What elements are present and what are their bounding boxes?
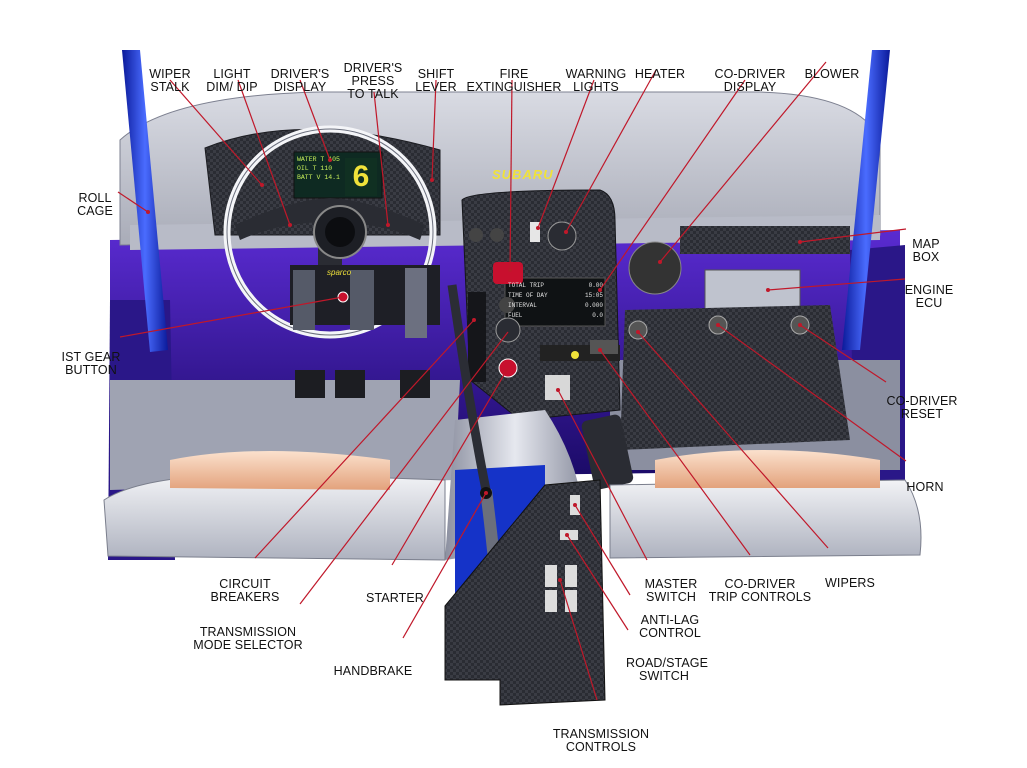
display-row: TIME OF DAY 15:05 [508, 292, 603, 299]
label-starter: STARTER [366, 591, 424, 605]
leader-transmission-mode [299, 331, 509, 605]
clutch-pedal [293, 270, 315, 330]
leader-circuit-breakers [254, 319, 475, 559]
leader-first-gear [119, 296, 344, 338]
co-driver-display-screen [504, 277, 606, 327]
leader-fire-extinguisher [509, 79, 513, 271]
fire-extinguisher-handle [493, 262, 523, 284]
leader-heater [565, 69, 657, 233]
map-box [680, 226, 850, 254]
co-driver-display-readout: TOTAL TRIP 0.00 TIME OF DAY 15:05 INTERV… [508, 281, 603, 321]
leader-anti-lag [574, 504, 631, 596]
gear-display-screen [345, 158, 377, 196]
engine-ecu [704, 269, 801, 311]
circuit-breaker-panel [468, 292, 486, 382]
leader-starter [391, 367, 509, 566]
transmission-mode-knob [495, 317, 521, 343]
warning-light-switch [530, 222, 540, 242]
gear-indicator: 6 [352, 160, 370, 193]
display-row: INTERVAL 0.000 [508, 302, 603, 309]
label-heater: HEATER [634, 67, 686, 81]
display-row: OIL T 110 [297, 165, 333, 172]
label-blower: BLOWER [804, 67, 860, 81]
leader-warning-lights [537, 79, 595, 229]
co-driver-footrest [620, 305, 850, 450]
brake-pedal [350, 270, 374, 330]
leader-handbrake [402, 492, 487, 639]
co-driver-trip-meter [581, 414, 634, 490]
drivers-display-readout: WATER T 105 OIL T 110 BATT V 14.1 [297, 155, 347, 182]
leader-drivers-display [299, 79, 331, 161]
leader-co-driver-display [599, 79, 746, 291]
leader-master-switch [557, 389, 648, 561]
driver-seat-cushion [170, 451, 390, 490]
leader-trip-controls [599, 349, 751, 556]
leader-transmission-controls [559, 579, 598, 701]
codriver-seat [609, 479, 922, 559]
leader-blower [659, 61, 827, 263]
display-row: WATER T 105 [297, 156, 340, 163]
leader-shift-lever [431, 79, 437, 181]
roll-cage-right [842, 50, 890, 350]
sparco-logo: sparco [327, 268, 352, 277]
leader-map-box [799, 228, 907, 243]
display-row: TOTAL TRIP 0.00 [508, 282, 603, 289]
codriver-seat-cushion [655, 450, 880, 488]
leader-roll-cage [117, 191, 149, 213]
leader-horn [717, 324, 907, 462]
display-row: FUEL 0.0 [508, 312, 603, 319]
co-driver-trip-switches [590, 340, 618, 354]
blower-vent [628, 241, 682, 295]
heater-dial [547, 221, 577, 251]
label-horn: HORN [906, 480, 944, 494]
leader-road-stage [566, 534, 629, 631]
subaru-logo: SUBARU [492, 167, 554, 182]
master-switch [545, 375, 570, 400]
leader-light-dim-dip [237, 79, 291, 226]
label-wipers: WIPERS [825, 576, 875, 590]
display-row: BATT V 14.1 [297, 174, 340, 181]
roll-cage-left [122, 50, 168, 352]
shift-lever-rod [447, 284, 491, 491]
leader-press-to-talk [373, 91, 389, 226]
leader-engine-ecu [767, 278, 906, 291]
leader-wiper-stalk [169, 79, 263, 186]
leader-wipers [637, 331, 829, 549]
label-handbrake: HANDBRAKE [333, 664, 413, 678]
throttle-pedal [405, 268, 427, 338]
leader-co-driver-reset [799, 324, 887, 383]
